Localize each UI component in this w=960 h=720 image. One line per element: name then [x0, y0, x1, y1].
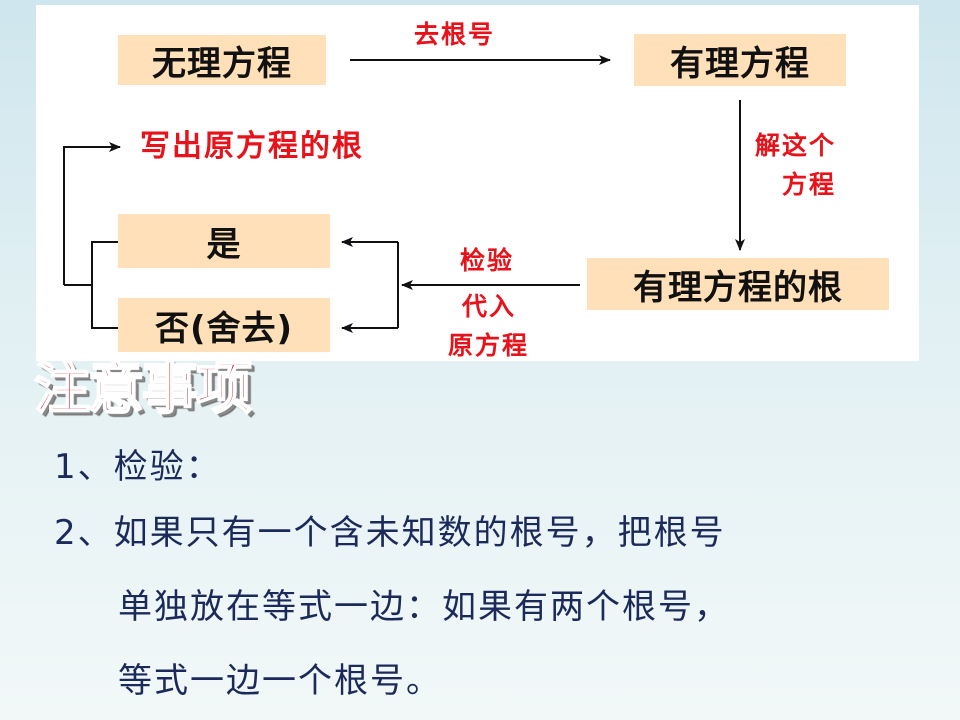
- label-solve-line1: 解这个: [755, 131, 837, 160]
- note-line-3: 单独放在等式一边：如果有两个根号，: [118, 587, 730, 627]
- label-remove-root: 去根号: [414, 20, 496, 49]
- box-irrational-equation: 无理方程: [118, 35, 326, 85]
- arrow-write-roots: [63, 142, 121, 285]
- box-no-discard: 否(舍去): [118, 298, 330, 352]
- box-yes: 是: [118, 214, 330, 268]
- yes-no-bracket: [91, 241, 118, 329]
- label-solve-line2: 方程: [782, 170, 837, 199]
- label-write-roots: 写出原方程的根: [140, 129, 364, 164]
- label-check: 检验: [460, 246, 515, 275]
- notes-title: 注意事项: [33, 357, 253, 422]
- box-rational-equation: 有理方程: [634, 34, 846, 86]
- box-rational-root: 有理方程的根: [587, 258, 889, 310]
- note-line-4: 等式一边一个根号。: [118, 661, 442, 701]
- note-line-2: 2、如果只有一个含未知数的根号，把根号: [54, 513, 726, 553]
- label-substitute-line2: 原方程: [448, 331, 530, 360]
- label-substitute-line1: 代入: [462, 292, 517, 321]
- note-line-1: 1、检验：: [54, 447, 222, 487]
